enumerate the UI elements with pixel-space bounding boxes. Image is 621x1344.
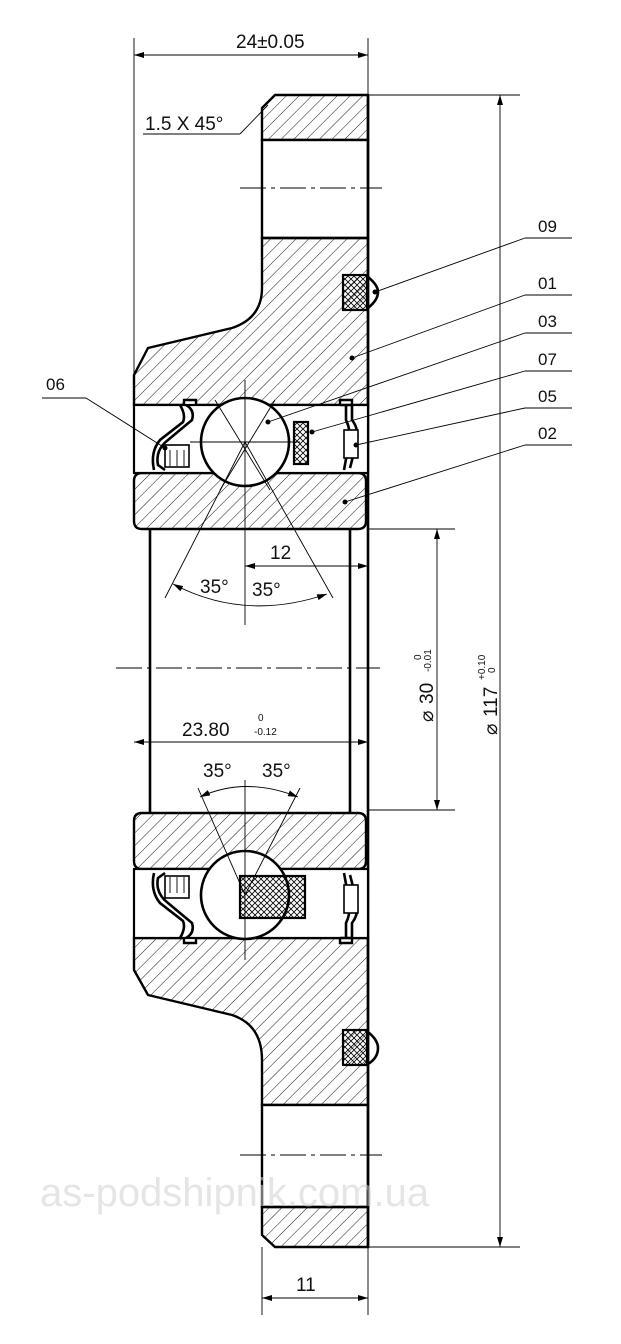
inner-ring-section xyxy=(132,471,368,871)
dimension-chamfer: 1.5 X 45° xyxy=(143,104,269,135)
inner-ring-width-text: 23.80 xyxy=(182,720,230,741)
dimension-bore-diameter: ⌀ 30 0 -0.01 xyxy=(368,528,455,811)
bore-diameter-tol-upper: 0 xyxy=(413,654,424,660)
angle-upper-left-text: 35° xyxy=(200,577,229,598)
seal-left-upper xyxy=(151,403,195,472)
chamfer-text: 1.5 X 45° xyxy=(145,114,223,135)
bore-width-text: 12 xyxy=(270,543,291,564)
dimension-width-total: 24±0.05 xyxy=(133,32,369,400)
outer-diameter-value: 117 xyxy=(481,687,502,717)
angle-upper-right-text: 35° xyxy=(252,580,281,601)
dimension-bore-width: 12 xyxy=(245,543,368,569)
housing-section xyxy=(132,93,370,1249)
outer-diameter-symbol: ⌀ xyxy=(481,724,502,735)
center-lines xyxy=(116,187,382,1156)
label-03: 03 xyxy=(538,312,557,331)
width-total-text: 24±0.05 xyxy=(236,32,305,53)
cage-lower xyxy=(238,275,380,1067)
outer-diameter-tol-lower: 0 xyxy=(487,667,498,673)
flange-width-text: 11 xyxy=(296,1275,316,1296)
seal-right-lower xyxy=(340,872,359,940)
dimension-flange-width: 11 xyxy=(261,1247,369,1315)
label-07: 07 xyxy=(538,350,557,369)
label-09: 09 xyxy=(538,217,557,236)
dimension-outer-diameter: ⌀ 117 +0.10 0 xyxy=(368,94,520,1248)
label-02: 02 xyxy=(538,424,557,443)
inner-ring-tol-lower: -0.12 xyxy=(254,727,277,738)
angle-upper: 35° 35° xyxy=(164,441,334,607)
angle-lower-right-text: 35° xyxy=(262,761,291,782)
part-leaders xyxy=(42,237,572,505)
angle-lower: 35° 35° xyxy=(197,761,301,896)
label-05: 05 xyxy=(538,387,557,406)
bore-diameter-value: 30 xyxy=(417,683,438,704)
bore-diameter-symbol: ⌀ xyxy=(417,711,438,722)
seal-left-lower xyxy=(151,871,195,940)
inner-ring-tol-upper: 0 xyxy=(258,713,264,724)
watermark: as-podshipnik.com.ua xyxy=(40,1171,430,1215)
part-labels: 09 01 03 07 05 02 06 xyxy=(46,217,557,443)
label-06: 06 xyxy=(46,375,65,394)
outer-diameter-tol-upper: +0.10 xyxy=(477,654,488,680)
cage-upper xyxy=(292,273,369,466)
label-01: 01 xyxy=(538,274,557,293)
angle-lower-left-text: 35° xyxy=(203,761,232,782)
bore-diameter-tol-lower: -0.01 xyxy=(423,649,434,672)
dimension-inner-ring-width: 23.80 0 -0.12 xyxy=(134,713,368,745)
